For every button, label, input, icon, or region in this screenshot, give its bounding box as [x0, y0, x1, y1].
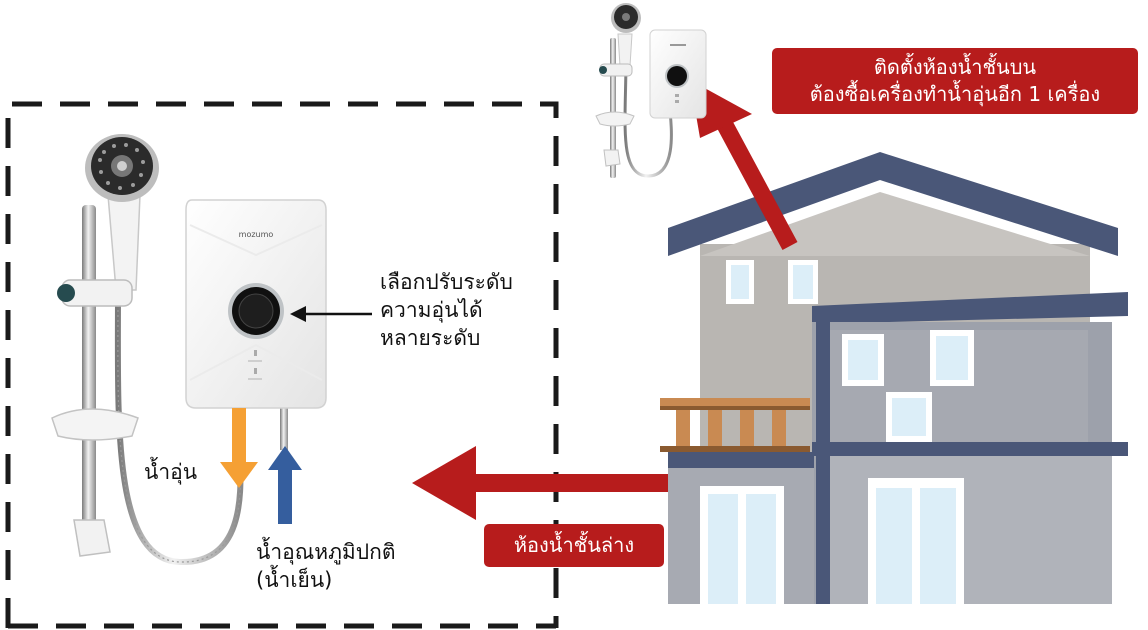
normal-water-line2: (น้ำเย็น) [256, 568, 333, 592]
house-floor-beam [812, 442, 1128, 456]
small-water-heater-icon [649, 29, 707, 119]
dashed-frame [5, 101, 559, 628]
knob-pointer-arrow [290, 306, 372, 322]
shower-set-small [595, 3, 673, 178]
water-heater-icon [185, 199, 327, 450]
lower-floor-callout: ห้องน้ำชั้นล่าง [484, 524, 664, 567]
upper-floor-callout: ติดตั้งห้องน้ำชั้นบน ต้องซื้อเครื่องทำน้… [772, 48, 1138, 114]
normal-water-label: น้ำอุณหภูมิปกติ (น้ำเย็น) [256, 538, 395, 594]
hot-water-label: น้ำอุ่น [144, 460, 198, 484]
adjust-label-line2: ความอุ่นได้ [380, 298, 483, 322]
adjust-label-line1: เลือกปรับระดับ [380, 270, 513, 294]
heater-brand-label: mozumo [239, 230, 274, 239]
hot-water-arrow-icon [220, 408, 258, 488]
shower-rail [82, 205, 96, 535]
shower-head-icon [85, 134, 159, 202]
normal-water-line1: น้ำอุณหภูมิปกติ [256, 540, 396, 564]
shower-handle [107, 194, 141, 291]
cold-water-arrow-icon [268, 446, 302, 524]
upper-callout-line2: ต้องซื้อเครื่องทำน้ำอุ่นอีก 1 เครื่อง [809, 82, 1101, 106]
house-balcony [660, 398, 810, 452]
lower-floor-arrow [412, 446, 726, 520]
house-icon [660, 152, 1128, 604]
wall-elbow [73, 519, 111, 557]
upper-callout-line1: ติดตั้งห้องน้ำชั้นบน [873, 55, 1037, 79]
house-wing-roof [812, 292, 1128, 324]
shower-set-large [51, 134, 244, 566]
small-shower-head-icon [611, 3, 641, 33]
adjust-level-label: เลือกปรับระดับ ความอุ่นได้ หลายระดับ [380, 268, 513, 352]
cold-pipe [280, 405, 288, 450]
soap-dish [51, 408, 139, 441]
bracket-knob-icon [57, 284, 75, 302]
adjust-label-line3: หลายระดับ [380, 326, 481, 350]
